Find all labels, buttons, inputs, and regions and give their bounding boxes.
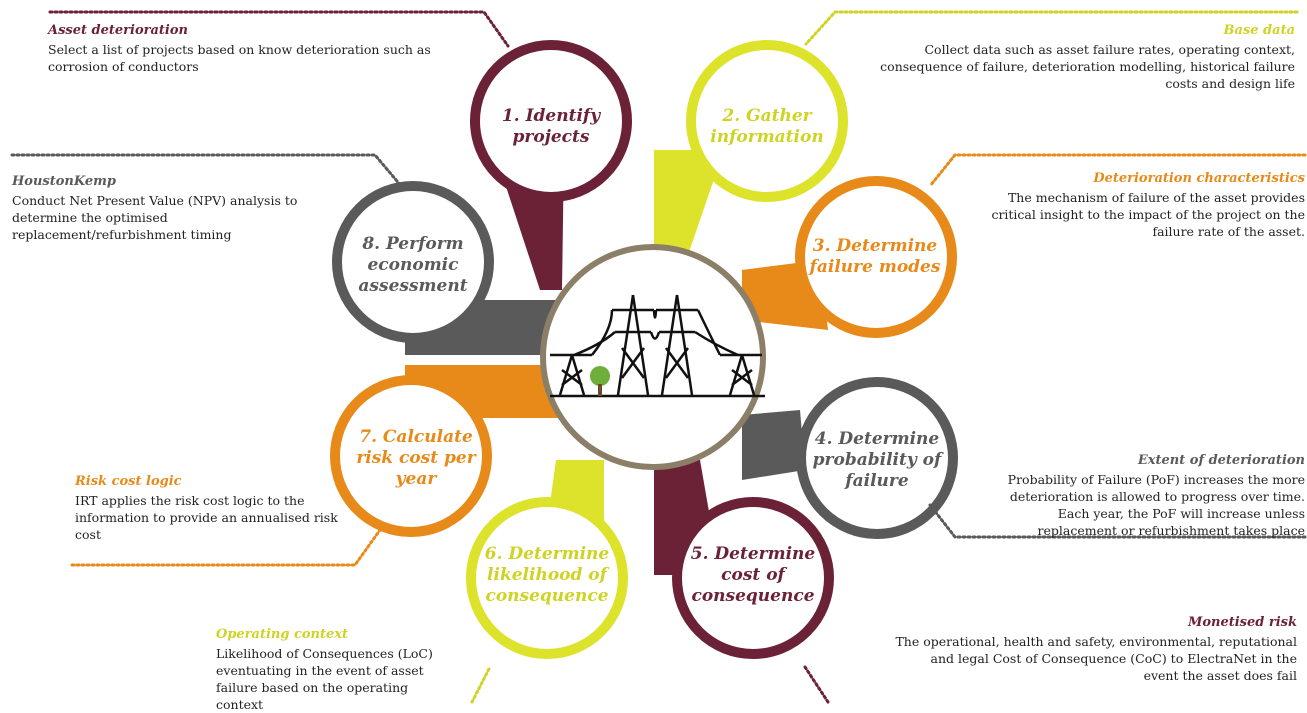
step-label-7: 7. Calculate risk cost per year [356,426,476,489]
annotation-houstonkemp: HoustonKemp Conduct Net Present Value (N… [12,173,317,243]
annotation-extent-of-deterioration: Extent of deterioration Probability of F… [980,452,1305,539]
step-circle-3 [795,176,957,338]
step-label-2: 2. Gather information [710,106,824,147]
step-circle-6 [466,497,628,659]
annotation-deterioration-characteristics: Deterioration characteristics The mechan… [965,170,1305,240]
step-circle-8 [332,181,494,343]
annotation-title: Base data [1223,23,1295,38]
annotation-operating-context: Operating context Likelihood of Conseque… [216,626,456,713]
leader-line-8 [10,153,404,189]
annotation-title: HoustonKemp [12,174,116,189]
leader-line-2 [804,10,1299,46]
annotation-body: Likelihood of Consequences (LoC) eventua… [216,646,433,712]
annotation-body: The operational, health and safety, envi… [895,634,1297,683]
step-label-4: 4. Determine probability of failure [812,428,942,491]
connector-wedge-4 [742,410,805,480]
leader-line-3 [928,153,1307,188]
annotation-title: Asset deterioration [48,23,188,38]
leader-line-5 [803,665,830,704]
tree-icon [590,366,610,386]
annotation-body: Conduct Net Present Value (NPV) analysis… [12,193,298,242]
annotation-title: Risk cost logic [75,474,182,489]
leader-line-1 [48,10,510,48]
leader-line-4 [928,503,1307,539]
leader-line-7 [70,528,382,567]
annotation-body: Collect data such as asset failure rates… [880,42,1295,91]
annotation-risk-cost-logic: Risk cost logic IRT applies the risk cos… [75,473,350,543]
annotation-monetised-risk: Monetised risk The operational, health a… [895,614,1297,684]
annotation-title: Deterioration characteristics [1093,171,1305,186]
leader-line-6 [470,665,492,704]
transmission-tower-icon [550,294,765,398]
annotation-title: Operating context [216,627,349,642]
annotation-body: Select a list of projects based on know … [48,42,431,74]
annotation-body: IRT applies the risk cost logic to the i… [75,493,338,542]
step-circle-7 [330,375,492,537]
annotation-title: Monetised risk [1187,615,1297,630]
annotation-asset-deterioration: Asset deterioration Select a list of pro… [48,22,468,75]
step-circle-1 [470,40,632,202]
annotation-base-data: Base data Collect data such as asset fai… [850,22,1295,92]
tree-trunk [598,384,602,396]
step-label-8: 8. Perform economic assessment [358,233,468,296]
annotation-body: Probability of Failure (PoF) increases t… [1007,472,1305,538]
center-circle [540,244,766,470]
annotation-title: Extent of deterioration [1137,453,1305,468]
annotation-body: The mechanism of failure of the asset pr… [991,190,1305,239]
step-label-1: 1. Identify projects [501,106,601,147]
step-label-3: 3. Determine failure modes [809,236,941,277]
step-circle-2 [686,40,848,202]
step-circle-4 [796,377,958,539]
step-circle-5 [672,497,834,659]
step-label-6: 6. Determine likelihood of consequence [484,543,610,606]
step-label-5: 5. Determine cost of consequence [690,543,816,606]
